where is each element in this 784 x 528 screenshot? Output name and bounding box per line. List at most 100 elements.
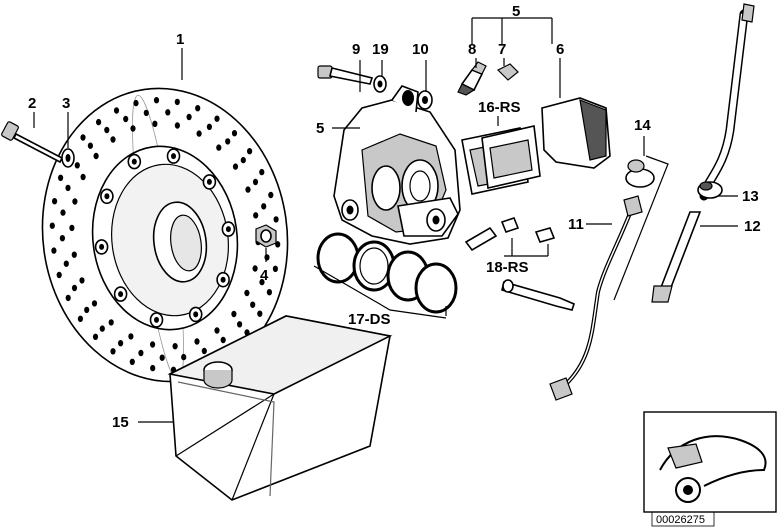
disc-hole [247, 148, 253, 155]
hub-rivet-center [220, 276, 226, 283]
label-4: 4 [260, 267, 269, 284]
disc-hole [245, 186, 251, 193]
disc-hole [150, 341, 156, 348]
disc-hole [69, 224, 75, 232]
label-15: 15 [112, 414, 129, 431]
label-11: 11 [568, 216, 584, 233]
label-19: 19 [372, 41, 389, 58]
grommet-13 [697, 181, 723, 199]
disc-hole [181, 353, 187, 361]
disc-hole [196, 130, 202, 137]
leader-lines [33, 17, 738, 423]
disc-hole [272, 265, 278, 272]
disc-hole [80, 173, 86, 181]
disc-hole [225, 138, 231, 145]
disc-hole [92, 333, 99, 340]
label-12: 12 [744, 218, 761, 235]
disc-hole [52, 198, 58, 205]
label-16: 16-RS [478, 99, 521, 116]
label-5-top: 5 [512, 3, 520, 20]
disc-hole [87, 142, 93, 149]
disc-hole [84, 306, 90, 314]
disc-hole [104, 126, 110, 134]
bolt-9 [317, 65, 374, 85]
disc-hole [216, 144, 222, 151]
disc-hole [71, 284, 78, 292]
label-18: 18-RS [486, 259, 529, 276]
label-3: 3 [62, 95, 70, 112]
washer-3 [61, 148, 75, 168]
disc-hole [214, 327, 220, 334]
disc-hole [232, 163, 239, 170]
pin-kit-18 [464, 217, 575, 311]
brake-pads-16 [461, 125, 541, 195]
disc-hole [110, 348, 116, 355]
disc-hole [129, 358, 135, 365]
disc-hole [261, 203, 267, 210]
hub-rivet-center [104, 193, 110, 200]
label-9: 9 [352, 41, 360, 58]
disc-hole [174, 98, 180, 106]
hub-rivet-center [171, 153, 176, 160]
disc-hole [65, 294, 71, 302]
label-13: 13 [742, 188, 759, 205]
brake-disc [41, 87, 289, 383]
disc-hole [237, 321, 243, 328]
disc-hole [252, 178, 259, 186]
hub-rivet-center [99, 243, 105, 250]
nut-4 [255, 224, 277, 248]
hub-rivet-center [118, 291, 124, 298]
disc-hole [72, 198, 78, 205]
disc-hole [250, 301, 256, 308]
brake-line-11 [549, 195, 643, 401]
seal-kit-17 [316, 232, 458, 314]
disc-hole [172, 343, 178, 350]
disc-hole [80, 134, 86, 141]
disc-hole [153, 97, 160, 104]
disc-hole [60, 209, 66, 216]
disc-hole [99, 325, 105, 332]
hub-rivet-center [131, 158, 137, 165]
label-2: 2 [28, 95, 36, 112]
disc-hole [253, 212, 259, 219]
dust-cap-7 [496, 63, 519, 81]
disc-hole [143, 109, 149, 117]
disc-hole [259, 278, 265, 286]
label-1: 1 [176, 31, 184, 48]
label-17: 17-DS [348, 311, 391, 328]
label-5-side: 5 [316, 120, 324, 137]
bolt-2 [1, 121, 64, 164]
brake-fluid-can-15 [167, 315, 393, 501]
label-10: 10 [412, 41, 429, 58]
disc-hole [65, 184, 71, 192]
disc-hole [108, 319, 114, 326]
disc-hole [63, 260, 69, 267]
disc-hole [195, 105, 201, 112]
brake-hose-12 [651, 3, 755, 303]
disc-hole [268, 191, 274, 199]
hub-rivet-center [206, 178, 212, 185]
disc-hole [194, 338, 200, 345]
disc-hole [244, 289, 250, 297]
disc-hole [138, 349, 144, 357]
disc-hole [231, 310, 237, 318]
disc-hole [150, 364, 156, 372]
disc-hole [206, 123, 212, 130]
disc-hole [257, 310, 263, 317]
disc-hole [186, 113, 192, 121]
disc-hole [58, 174, 64, 181]
disc-hole [259, 168, 265, 176]
diagram-code: 00026275 [656, 514, 705, 526]
disc-hole [174, 122, 180, 129]
disc-hole [91, 300, 98, 307]
disc-hole [110, 136, 116, 143]
disc-hole [113, 107, 120, 114]
disc-hole [74, 162, 80, 169]
disc-hole [77, 315, 83, 322]
disc-hole [96, 118, 102, 126]
disc-hole [266, 289, 272, 296]
part-labels: 1 2 3 4 5 5 6 7 8 9 10 11 12 13 14 15 16… [28, 3, 761, 527]
disc-hole [252, 265, 258, 272]
disc-hole [264, 254, 270, 261]
